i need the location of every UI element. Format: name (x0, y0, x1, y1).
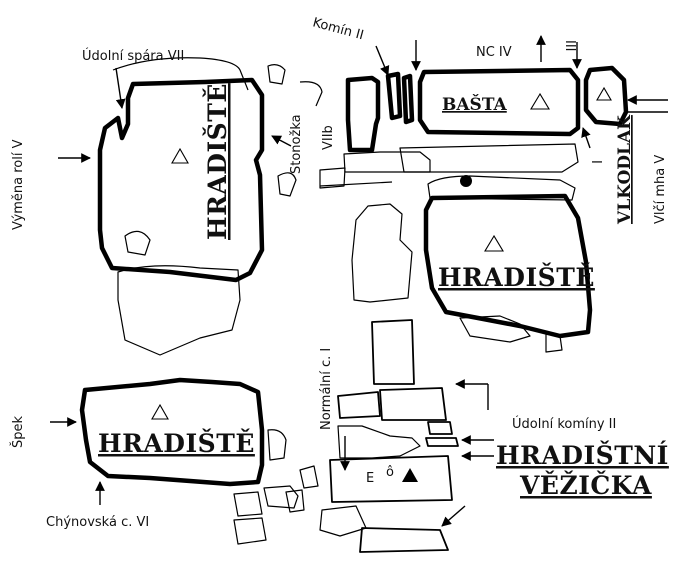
label-hradiste-left: HRADIŠTĚ (203, 83, 232, 240)
rock-basta (319, 65, 629, 189)
label-udolni-kominy: Údolní komíny II (512, 416, 616, 432)
label-spek: Špek (10, 415, 26, 448)
direction-arrow-icon (50, 35, 668, 527)
route-marker-symbol: ô (386, 465, 394, 480)
black-dot-icon (460, 175, 472, 187)
label-vezicka: VĚŽIČKA (519, 471, 652, 500)
label-roman-3: III (562, 40, 577, 52)
label-vlkodlak: VLKODLAK (615, 114, 635, 225)
label-normalni: Normální c. I (319, 348, 334, 430)
label-hradiste-bottom: HRADIŠTĚ (98, 429, 255, 458)
label-udolni-spara: Údolní spára VII (82, 48, 184, 64)
summit-triangle-icon (171, 147, 189, 164)
rock-hradiste-right (351, 175, 593, 353)
label-komin-2: Komín II (311, 15, 365, 43)
label-vymena: Výměna rolí V (11, 139, 26, 230)
label-roman-1: I (588, 160, 603, 164)
rock-hradiste-bottom (79, 377, 319, 545)
label-hradiste-right: HRADIŠTĚ (438, 263, 595, 292)
summit-triangle-icon (530, 92, 550, 110)
summit-triangle-icon (596, 86, 612, 101)
label-viib: VIIb (321, 125, 336, 150)
label-basta: BAŠTA (442, 94, 508, 115)
label-vlci-mha: Vlčí mha V (653, 155, 668, 224)
filled-triangle-icon (402, 468, 418, 482)
rock-hradiste-left (97, 57, 323, 356)
label-stonozka: Stonožka (289, 114, 304, 174)
label-chynovska: Chýnovská c. VI (46, 515, 149, 530)
label-nc-4: NC IV (476, 45, 512, 60)
summit-triangle-icon (484, 234, 504, 252)
label-hradistni: HRADIŠTNÍ (496, 441, 669, 470)
route-marker-symbol: E (366, 471, 374, 486)
rock-normalni (319, 319, 459, 553)
summit-triangle-icon (151, 403, 169, 420)
